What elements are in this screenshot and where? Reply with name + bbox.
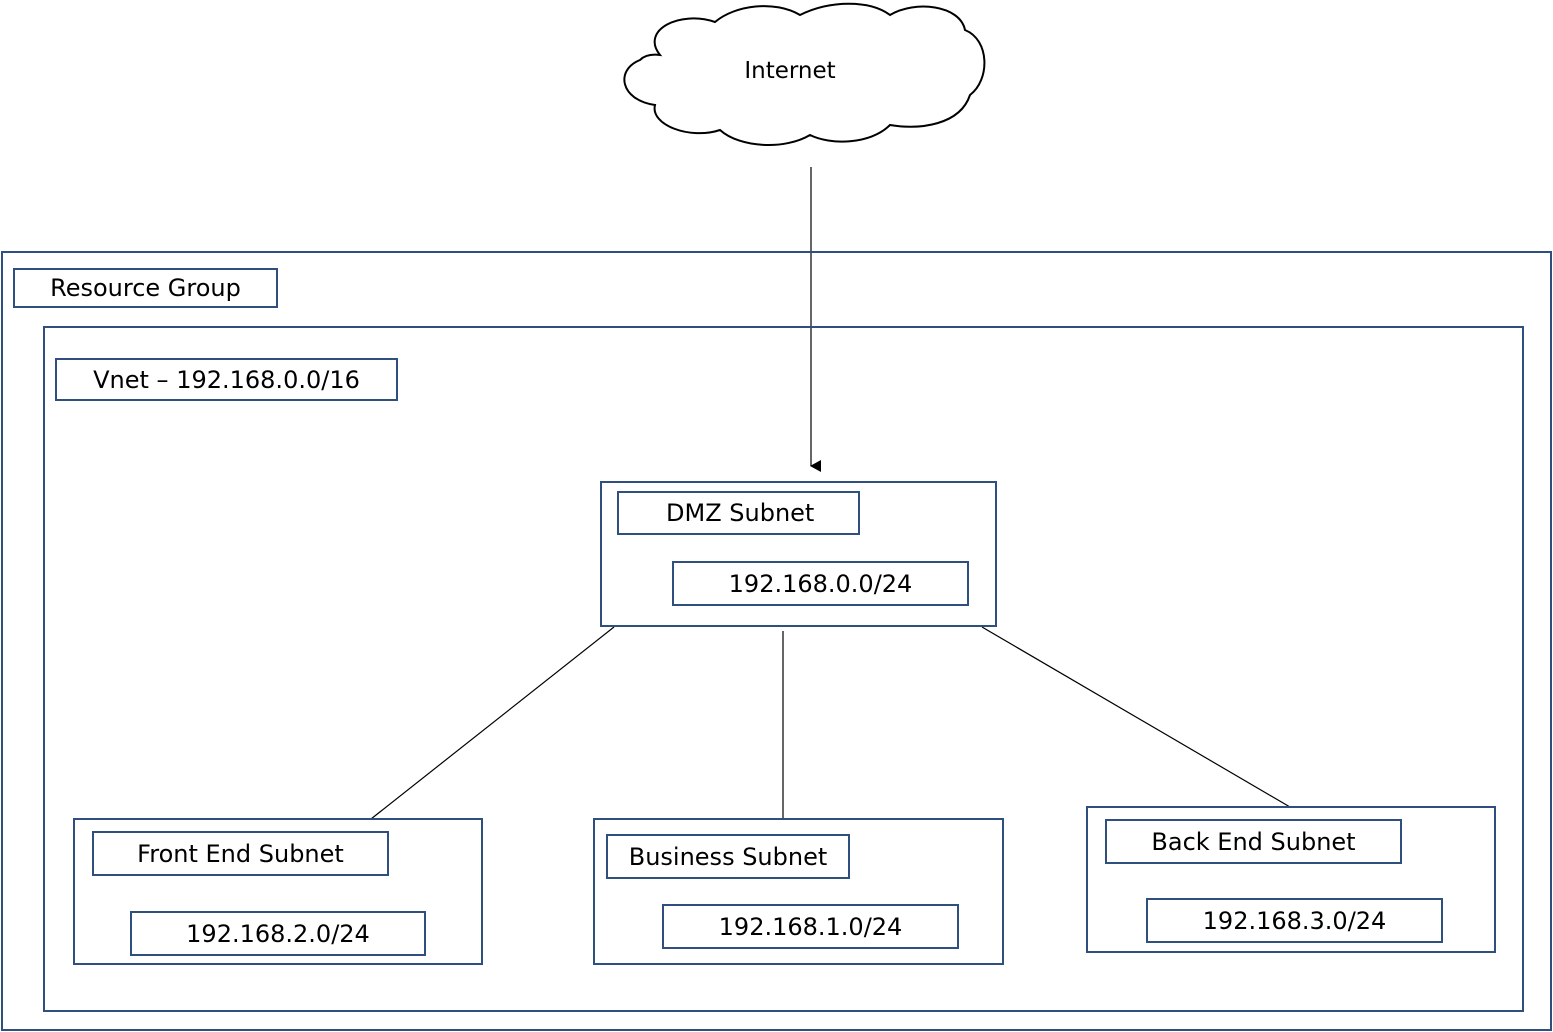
front-end-subnet-cidr: 192.168.2.0/24 (130, 911, 426, 956)
back-end-subnet-cidr: 192.168.3.0/24 (1146, 898, 1443, 943)
internet-label: Internet (744, 58, 836, 84)
dmz-subnet-cidr: 192.168.0.0/24 (672, 561, 969, 606)
vnet-label: Vnet – 192.168.0.0/16 (55, 358, 398, 401)
resource-group-container (1, 251, 1552, 1031)
dmz-subnet-label: DMZ Subnet (617, 491, 860, 535)
business-subnet-cidr: 192.168.1.0/24 (662, 904, 959, 949)
vnet-container (43, 326, 1524, 1012)
business-subnet-box (593, 818, 1004, 965)
back-end-subnet-label: Back End Subnet (1105, 819, 1402, 864)
resource-group-label: Resource Group (13, 268, 278, 308)
dmz-subnet-box (600, 481, 997, 627)
back-end-subnet-box (1086, 806, 1496, 953)
front-end-subnet-box (73, 818, 483, 965)
front-end-subnet-label: Front End Subnet (92, 831, 389, 876)
business-subnet-label: Business Subnet (606, 834, 850, 879)
